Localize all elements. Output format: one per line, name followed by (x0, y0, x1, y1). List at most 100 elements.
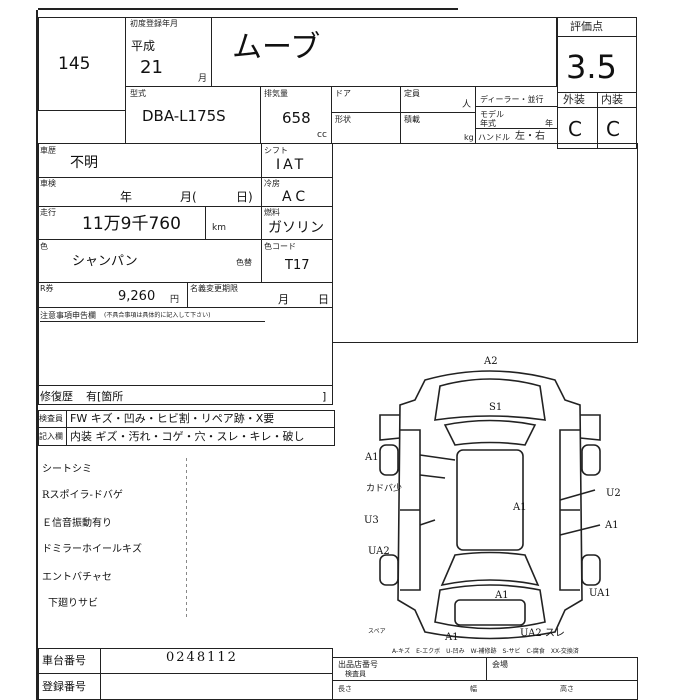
note-line-6: 下廻りサビ (48, 598, 98, 609)
inspection-day-unit: 日) (236, 190, 253, 204)
notes-box (38, 307, 333, 405)
score-divider (597, 92, 598, 149)
model-year-label: モデル年式 (480, 110, 504, 128)
handle-label: ハンドル (478, 133, 510, 142)
diagram-mark-top: A2 (484, 356, 498, 367)
notes-hint-underline (40, 321, 265, 322)
shape-label: 形状 (335, 115, 351, 124)
right-blank-area (332, 143, 638, 343)
diagram-mark-right-a1: A1 (605, 520, 619, 531)
diagram-mark-roof: S1 (489, 402, 503, 413)
mileage-unit-divider (205, 206, 206, 240)
aircon-value: AC (282, 189, 310, 205)
diagram-mark-rear: A1 (495, 590, 509, 601)
note-line-1: シートシミ (42, 464, 92, 475)
color-code-label: 色コード (264, 242, 296, 251)
door-label: ドア (335, 89, 351, 98)
car-diagram (379, 370, 601, 640)
mileage-value: 11万9千760 (82, 214, 181, 234)
recycle-value: 9,260 (118, 289, 156, 304)
model-label: 型式 (130, 89, 146, 98)
score-value: 3.5 (566, 48, 617, 86)
diagram-mark-left-door-note: カドバ少 (366, 484, 403, 494)
dealer-mid-line (475, 106, 558, 107)
capacity-label: 定員 (404, 89, 420, 98)
dealer-label: ディーラー・並行 (480, 95, 544, 104)
score-label: 評価点 (570, 20, 603, 33)
recycle-unit: 円 (170, 295, 180, 305)
aircon-label: 冷房 (264, 179, 280, 188)
repair-label: 修復歴 (40, 390, 73, 403)
checkbox-col-divider (66, 410, 67, 446)
registration-month-suffix: 月 (198, 74, 208, 84)
footer-right-mid (332, 680, 638, 681)
repair-value: 有[箇所 (86, 390, 124, 403)
notes-label: 注意事項申告欄 (40, 311, 96, 320)
shift-label: シフト (264, 146, 288, 155)
car-name: ムーブ (232, 30, 321, 65)
top-edge-line (38, 8, 458, 10)
shift-value: IAT (276, 157, 307, 173)
footer-inspector-label: 検査員 (345, 670, 366, 678)
color-change-label: 色替 (236, 258, 252, 267)
load-unit: kg (464, 133, 474, 142)
left-margin-line (36, 10, 38, 700)
checkbox-row2: 内装 ギズ・汚れ・コゲ・穴・スレ・キレ・破し (70, 430, 305, 443)
inspection-label: 車検 (40, 179, 56, 188)
notes-hint: (不具合事項は具体的に記入して下さい) (104, 312, 211, 319)
footer-label-c: 長さ (338, 685, 352, 693)
model-year-unit: 年 (545, 119, 553, 128)
tax-day: 日 (318, 293, 329, 306)
chassis-label: 車台番号 (42, 654, 86, 667)
registration-label: 初度登録年月 (130, 19, 178, 28)
footer-label-d: 幅 (470, 685, 477, 693)
checkbox-row2-label: 記入欄 (39, 432, 63, 441)
checkbox-row1: FW キズ・凹み・ヒビ割・リペア跡・X要 (70, 412, 275, 425)
tax-month: 月 (278, 293, 289, 306)
color-label: 色 (40, 242, 48, 251)
recycle-box (38, 282, 188, 308)
inspection-month-unit: 月( (180, 190, 197, 204)
dealer-mid-line-2 (475, 128, 558, 129)
chassis-value: 0248112 (166, 650, 238, 665)
diagram-mark-right-door: A1 (513, 502, 527, 513)
registration-number-label: 登録番号 (42, 680, 86, 693)
notes-bottom-line (38, 385, 333, 386)
exterior-label: 外装 (563, 93, 585, 106)
footer-right-col (486, 657, 487, 680)
inspection-year-unit: 年 (120, 190, 133, 204)
chassis-divider (100, 648, 101, 700)
mileage-label: 走行 (40, 208, 56, 217)
diagram-spare-label: スペア (368, 628, 386, 635)
note-line-3: Ｅ信音振動有り (42, 518, 112, 529)
score-line-1 (557, 36, 637, 37)
displacement-label: 排気量 (264, 89, 288, 98)
checkbox-row1-label: 検査員 (39, 414, 63, 423)
fuel-value: ガソリン (268, 220, 324, 236)
diagram-mark-bottom-ua2: UA2 スレ (520, 628, 565, 639)
displacement-unit: cc (317, 130, 327, 140)
color-value: シャンパン (72, 254, 138, 269)
inspection-box (38, 177, 262, 207)
repair-close: ] (322, 390, 327, 403)
diagram-mark-rear-right: UA1 (589, 588, 611, 599)
damage-legend: A-キズ E-エクボ U-凹み W-補修跡 S-サビ C-腐食 XX-交換済 (392, 648, 579, 655)
handle-value: 左・右 (515, 131, 545, 142)
note-line-4: ドミラーホイールキズ (42, 544, 142, 555)
history-value: 不明 (70, 155, 98, 171)
door-mid-line (331, 112, 401, 113)
fuel-label: 燃料 (264, 208, 280, 217)
diagram-mark-left-front: A1 (365, 452, 379, 463)
checkbox-area (38, 410, 335, 446)
diagram-mark-left-u3: U3 (364, 515, 379, 526)
lot-number: 145 (58, 54, 91, 74)
tax-label: 名義変更期限 (190, 284, 238, 293)
exterior-value: C (568, 117, 582, 141)
displacement-value: 658 (282, 109, 311, 127)
diagram-mark-bottom-a1: A1 (445, 632, 459, 643)
footer-label-a: 出品店番号 (338, 660, 378, 669)
checkbox-divider (38, 427, 335, 428)
capacity-unit: 人 (462, 100, 472, 110)
history-label: 車歴 (40, 146, 56, 155)
interior-value: C (606, 117, 620, 141)
